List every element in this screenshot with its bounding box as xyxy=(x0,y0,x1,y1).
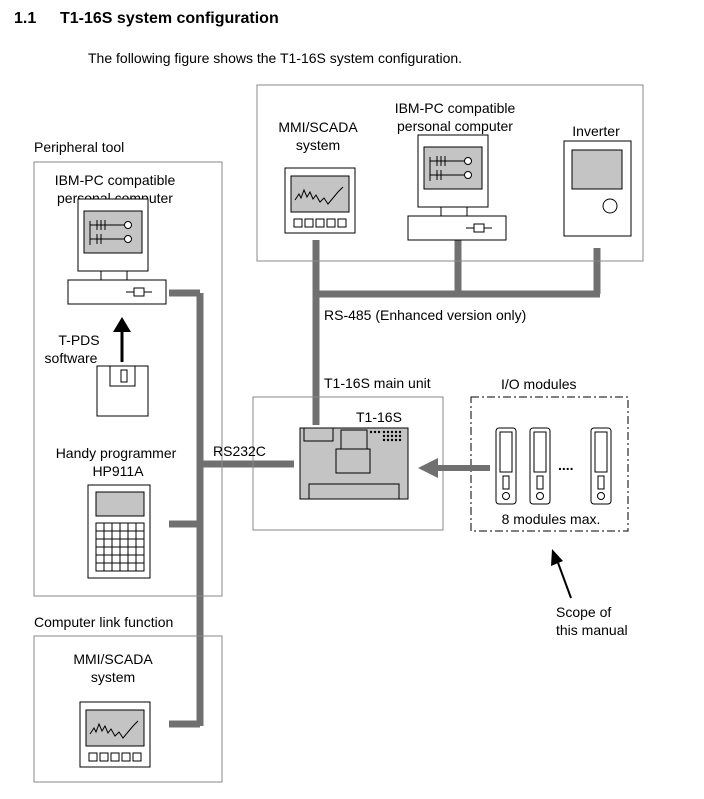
pc-top-label-line2: personal computer xyxy=(397,118,513,134)
io-module-1-icon xyxy=(495,427,517,505)
inverter-label: Inverter xyxy=(572,123,620,139)
section-heading: 1.1 T1-16S system configuration xyxy=(14,10,279,28)
mmi-bottom-monitor-icon xyxy=(79,701,151,768)
scope-label-line2: this manual xyxy=(556,622,628,638)
pc-left-label-line1: IBM-PC compatible xyxy=(55,172,176,188)
t1-16s-label: T1-16S xyxy=(356,409,402,425)
peripheral-tool-box xyxy=(33,161,223,597)
io-ellipsis: .... xyxy=(558,457,574,473)
floppy-disk-icon xyxy=(96,365,149,417)
section-number: 1.1 xyxy=(14,10,37,27)
t1-16s-unit-icon xyxy=(299,427,409,500)
mmi-bottom-label-line1: MMI/SCADA xyxy=(73,651,153,667)
scope-arrow-icon xyxy=(551,549,572,599)
tpds-label-line1: T-PDS xyxy=(58,332,99,348)
scope-label-line1: Scope of xyxy=(556,604,611,620)
arrow-up-icon xyxy=(113,317,131,362)
io-modules-box xyxy=(470,396,629,532)
computer-link-box xyxy=(33,635,223,783)
inverter-icon xyxy=(563,140,632,237)
pc-top-icon xyxy=(407,134,507,241)
mmi-top-monitor-icon xyxy=(284,167,356,234)
arrow-left-icon xyxy=(418,458,490,478)
peripheral-tool-label: Peripheral tool xyxy=(34,139,124,155)
handy-programmer-label-line2: HP911A xyxy=(92,463,144,479)
mmi-top-label-line1: MMI/SCADA xyxy=(278,119,358,135)
cable-lines xyxy=(169,236,601,728)
io-module-8-icon xyxy=(590,427,612,505)
computer-link-label: Computer link function xyxy=(34,614,173,630)
rs485-label: RS-485 (Enhanced version only) xyxy=(324,307,526,323)
network-devices-box xyxy=(256,84,644,262)
handy-programmer-icon xyxy=(87,484,151,579)
main-unit-box xyxy=(252,396,444,531)
io-module-2-icon xyxy=(529,427,551,505)
pc-left-icon xyxy=(67,198,167,305)
mmi-bottom-label-line2: system xyxy=(91,669,135,685)
handy-programmer-label-line1: Handy programmer xyxy=(56,445,177,461)
mmi-top-label-line2: system xyxy=(296,137,340,153)
section-title: T1-16S system configuration xyxy=(60,10,279,27)
rs232c-label: RS232C xyxy=(213,443,266,459)
tpds-label-line2: software xyxy=(45,350,98,366)
main-unit-label: T1-16S main unit xyxy=(324,375,431,391)
intro-text: The following figure shows the T1-16S sy… xyxy=(88,50,463,66)
modules-max-label: 8 modules max. xyxy=(502,511,601,527)
pc-top-label-line1: IBM-PC compatible xyxy=(395,100,516,116)
io-modules-label: I/O modules xyxy=(501,376,576,392)
